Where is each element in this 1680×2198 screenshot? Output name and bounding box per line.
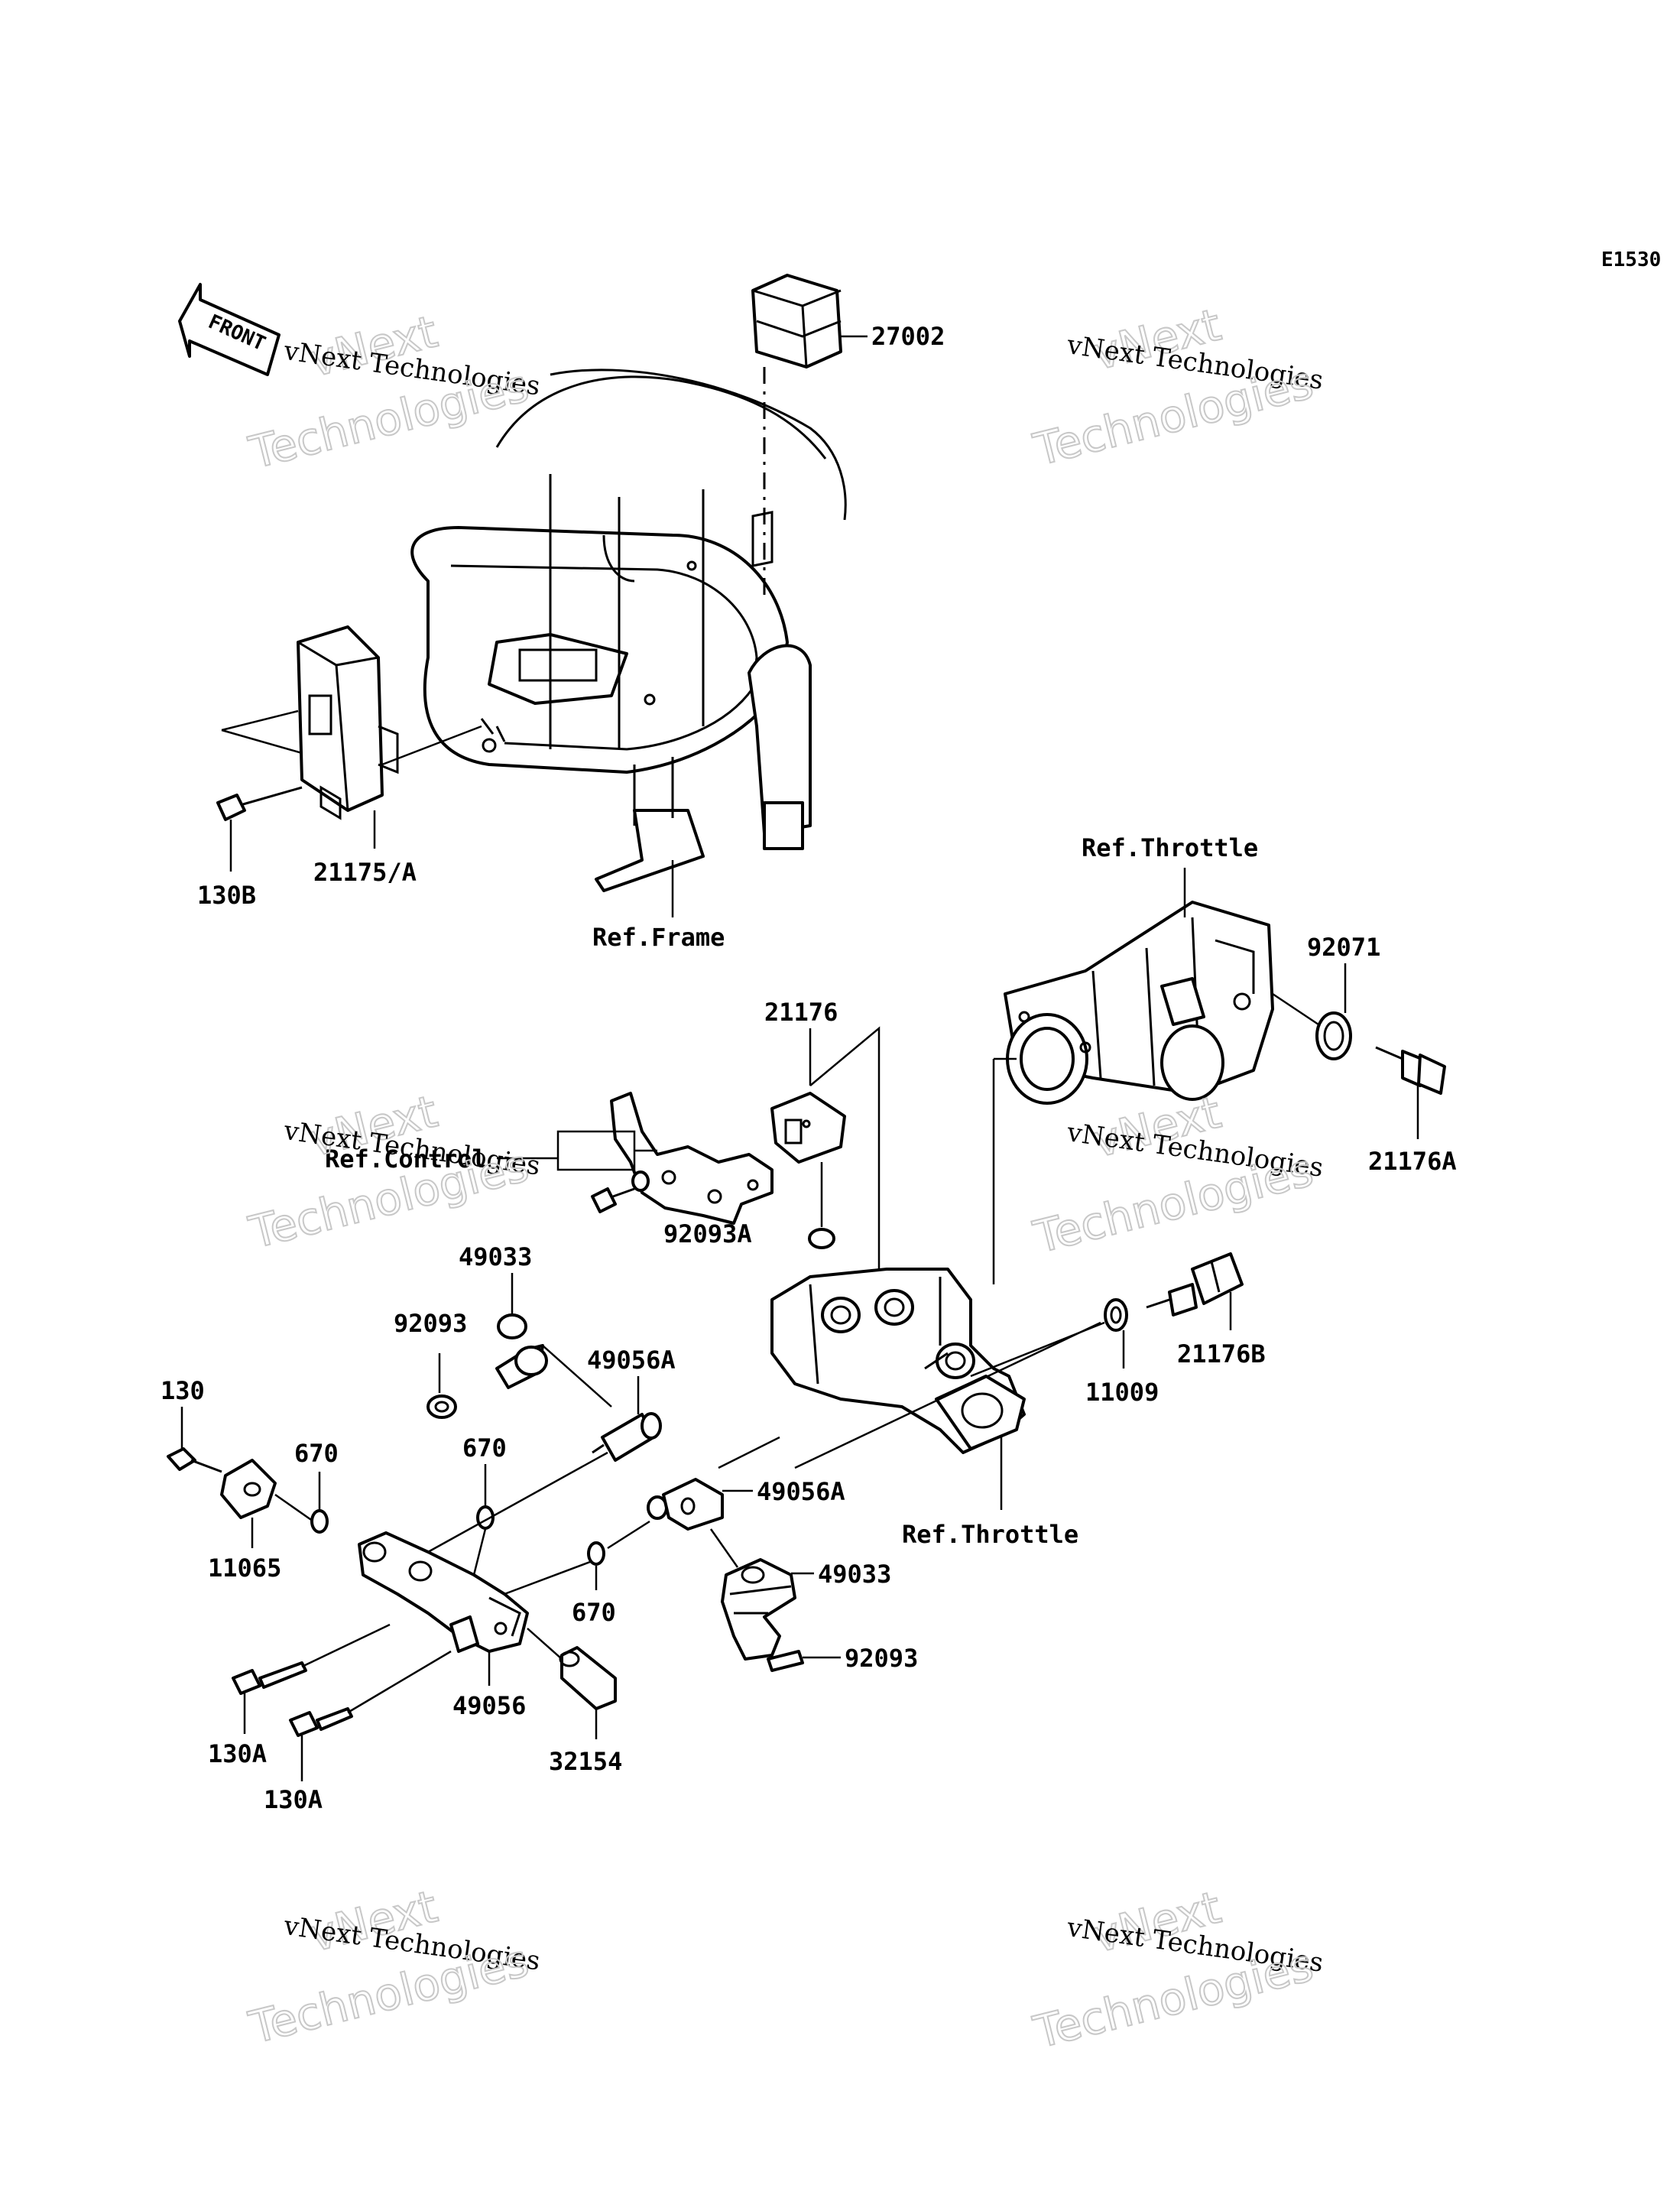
label-130A-lower: 130A xyxy=(264,1785,323,1814)
bolt-130A-upper xyxy=(232,1661,307,1695)
label-49056: 49056 xyxy=(452,1691,526,1720)
label-32154: 32154 xyxy=(549,1747,622,1776)
grommet-92071 xyxy=(1315,1011,1352,1060)
label-130A-upper: 130A xyxy=(208,1739,267,1768)
bolt-130A-lower xyxy=(289,1707,353,1737)
label-21176B: 21176B xyxy=(1177,1339,1266,1368)
label-ref-control: Ref.Control xyxy=(325,1144,487,1174)
label-ref-frame: Ref.Frame xyxy=(592,923,725,952)
front-arrow-icon: FRONT xyxy=(178,283,281,376)
label-92071: 92071 xyxy=(1307,933,1380,962)
oring-670-left xyxy=(310,1509,329,1534)
seal-92093-upper xyxy=(426,1394,457,1419)
label-130: 130 xyxy=(161,1376,205,1405)
fuel-rail-49056 xyxy=(358,1531,529,1653)
ecu-21175 xyxy=(297,625,399,820)
diagram-code: E1530 xyxy=(1601,248,1661,271)
label-49033-upper: 49033 xyxy=(459,1242,532,1271)
bolt-130B xyxy=(216,786,303,821)
watermark-middle-left: vNext vNext Technologies Technologies xyxy=(243,1084,542,1259)
label-21175A: 21175/A xyxy=(313,858,417,887)
label-21176: 21176 xyxy=(764,998,838,1027)
map-sensor-21176 xyxy=(770,1092,846,1164)
label-670-lower: 670 xyxy=(572,1598,616,1627)
label-92093A: 92093A xyxy=(663,1219,752,1248)
seal-92093-lower xyxy=(767,1650,804,1672)
injector-49033-lower xyxy=(721,1558,796,1661)
throttle-manifold-drawing xyxy=(770,1268,1026,1454)
bolt-with-washer xyxy=(591,1170,650,1213)
injector-49033-upper xyxy=(495,1313,548,1389)
oring-11009 xyxy=(1104,1298,1128,1332)
label-92093-lower: 92093 xyxy=(845,1644,918,1673)
label-ref-throttle-bottom: Ref.Throttle xyxy=(902,1520,1078,1549)
label-670-left: 670 xyxy=(294,1439,339,1468)
label-11009: 11009 xyxy=(1085,1378,1159,1407)
label-49033-lower: 49033 xyxy=(818,1560,891,1589)
pipe-32154 xyxy=(559,1646,617,1710)
fitting-49056A-lower xyxy=(647,1478,724,1531)
watermark-top-right: vNext vNext Technologies Technologies xyxy=(1028,298,1325,477)
fitting-49056A-upper xyxy=(592,1412,662,1462)
bolt-130 xyxy=(167,1447,222,1473)
bracket-drawing xyxy=(610,1092,774,1225)
label-670-middle: 670 xyxy=(462,1433,507,1463)
throttle-body-drawing xyxy=(1004,901,1274,1105)
label-49056A-upper: 49056A xyxy=(587,1346,676,1375)
sensor-21176A xyxy=(1375,1046,1446,1095)
watermark-top-left: vNext vNext Technologies Technologies xyxy=(243,304,542,479)
label-92093-upper: 92093 xyxy=(394,1309,467,1338)
frame-drawing xyxy=(410,368,847,892)
watermark-bottom-right: vNext vNext Technologies Technologies xyxy=(1028,1881,1325,2060)
label-11065: 11065 xyxy=(208,1554,281,1583)
label-27002: 27002 xyxy=(871,322,945,351)
watermark-middle-right: vNext vNext Technologies Technologies xyxy=(1028,1086,1325,1265)
label-ref-throttle-top: Ref.Throttle xyxy=(1082,833,1258,862)
relay-27002 xyxy=(751,274,842,368)
seal-92093A xyxy=(808,1228,835,1249)
sensor-21176B xyxy=(1146,1252,1244,1317)
oring-670-lower xyxy=(587,1541,605,1566)
label-130B: 130B xyxy=(197,881,256,910)
watermark-bottom-left: vNext vNext Technologies Technologies xyxy=(243,1879,542,2054)
label-21176A: 21176A xyxy=(1368,1147,1457,1176)
clamp-11065 xyxy=(220,1459,277,1519)
label-49056A-lower: 49056A xyxy=(757,1477,845,1506)
